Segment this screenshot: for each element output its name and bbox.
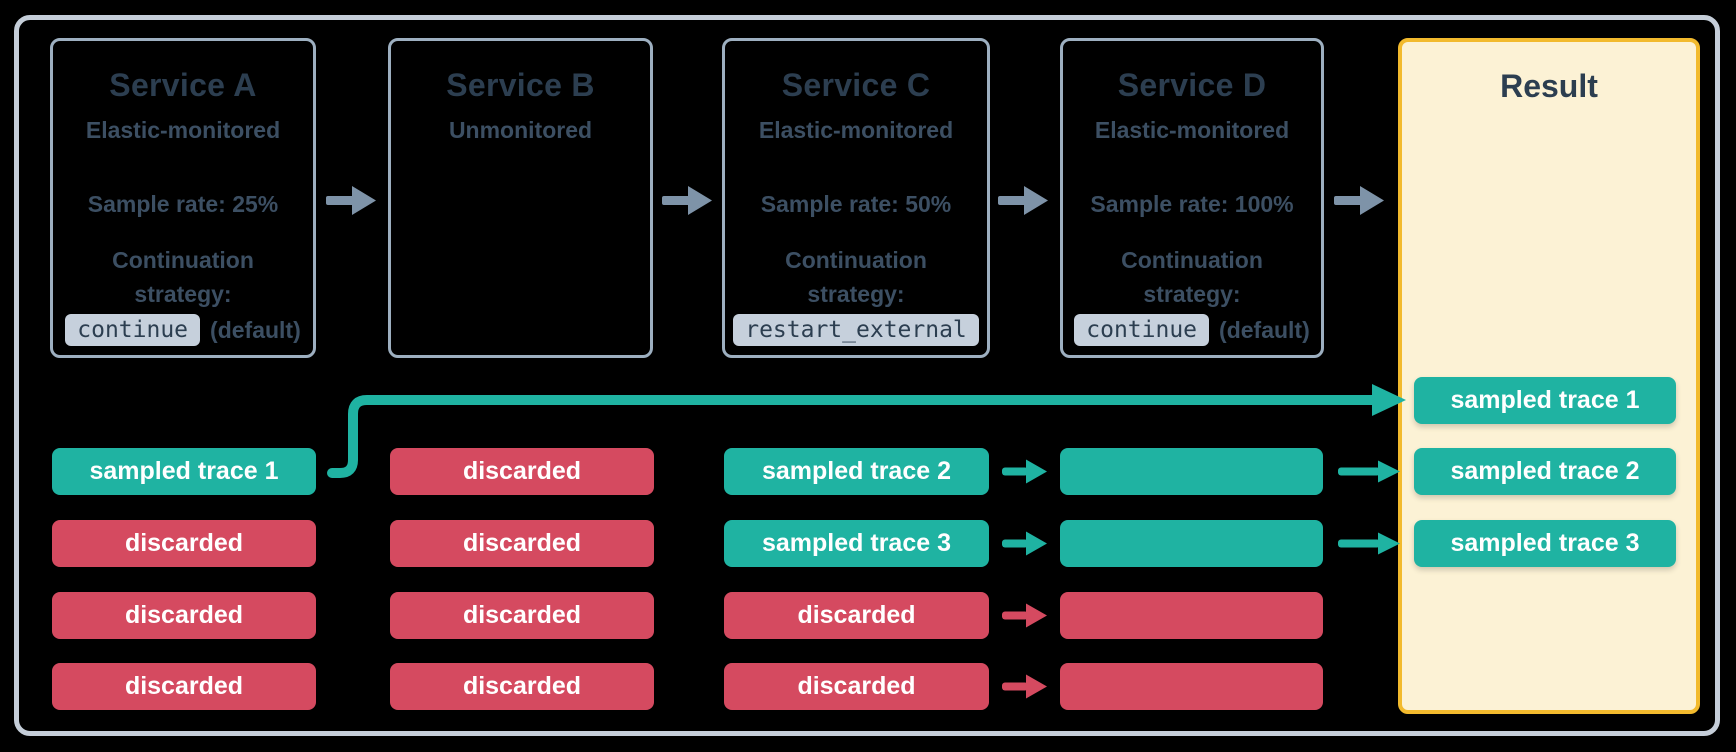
result-trace-chip: sampled trace 3 <box>1414 520 1676 567</box>
service-a-code-suffix: (default) <box>210 316 301 343</box>
service-d-strategy-value: continue (default) <box>1063 311 1321 349</box>
trace-chip: discarded <box>52 520 316 567</box>
trace-chip: discarded <box>390 448 654 495</box>
trace-chip: sampled trace 3 <box>724 520 989 567</box>
service-c-box: Service C Elastic-monitored Sample rate:… <box>722 38 990 358</box>
trace-chip <box>1060 592 1323 639</box>
service-a-title: Service A <box>109 67 257 103</box>
result-trace-chip: sampled trace 2 <box>1414 448 1676 495</box>
service-c-subtitle: Elastic-monitored <box>758 117 954 143</box>
service-d-code-suffix: (default) <box>1219 316 1310 343</box>
result-box: Result <box>1398 38 1700 714</box>
service-c-code-chip: restart_external <box>733 314 979 346</box>
trace-chip: discarded <box>390 592 654 639</box>
result-trace-chip: sampled trace 1 <box>1414 377 1676 424</box>
service-b-box: Service B Unmonitored <box>388 38 653 358</box>
service-a-box: Service A Elastic-monitored Sample rate:… <box>50 38 316 358</box>
trace-chip: discarded <box>390 520 654 567</box>
service-a-sample-rate: Sample rate: 25% <box>87 191 279 217</box>
service-d-strategy-label: strategy: <box>1143 281 1241 307</box>
service-d-sample-rate: Sample rate: 100% <box>1090 191 1294 217</box>
trace-chip <box>1060 663 1323 710</box>
diagram-outer-frame <box>14 15 1720 736</box>
trace-chip <box>1060 448 1323 495</box>
service-a-continuation-label: Continuation <box>112 247 254 273</box>
service-b-subtitle: Unmonitored <box>448 117 593 143</box>
trace-chip: discarded <box>724 663 989 710</box>
service-b-title: Service B <box>446 67 595 103</box>
trace-chip: discarded <box>52 663 316 710</box>
service-d-box: Service D Elastic-monitored Sample rate:… <box>1060 38 1324 358</box>
trace-chip: discarded <box>390 663 654 710</box>
trace-chip: sampled trace 1 <box>52 448 316 495</box>
service-c-strategy-label: strategy: <box>807 281 905 307</box>
service-a-code-chip: continue <box>65 314 201 346</box>
service-d-continuation-label: Continuation <box>1121 247 1263 273</box>
service-d-code-chip: continue <box>1074 314 1210 346</box>
service-c-strategy-value: restart_external <box>725 311 987 349</box>
result-title: Result <box>1500 68 1598 104</box>
service-a-subtitle: Elastic-monitored <box>85 117 281 143</box>
service-c-title: Service C <box>781 67 931 103</box>
service-a-strategy-label: strategy: <box>134 281 232 307</box>
service-c-continuation-label: Continuation <box>785 247 927 273</box>
service-d-title: Service D <box>1117 67 1267 103</box>
service-d-subtitle: Elastic-monitored <box>1094 117 1290 143</box>
trace-chip: sampled trace 2 <box>724 448 989 495</box>
trace-chip: discarded <box>724 592 989 639</box>
service-a-strategy-value: continue (default) <box>53 311 313 349</box>
trace-chip: discarded <box>52 592 316 639</box>
trace-chip <box>1060 520 1323 567</box>
service-c-sample-rate: Sample rate: 50% <box>760 191 952 217</box>
